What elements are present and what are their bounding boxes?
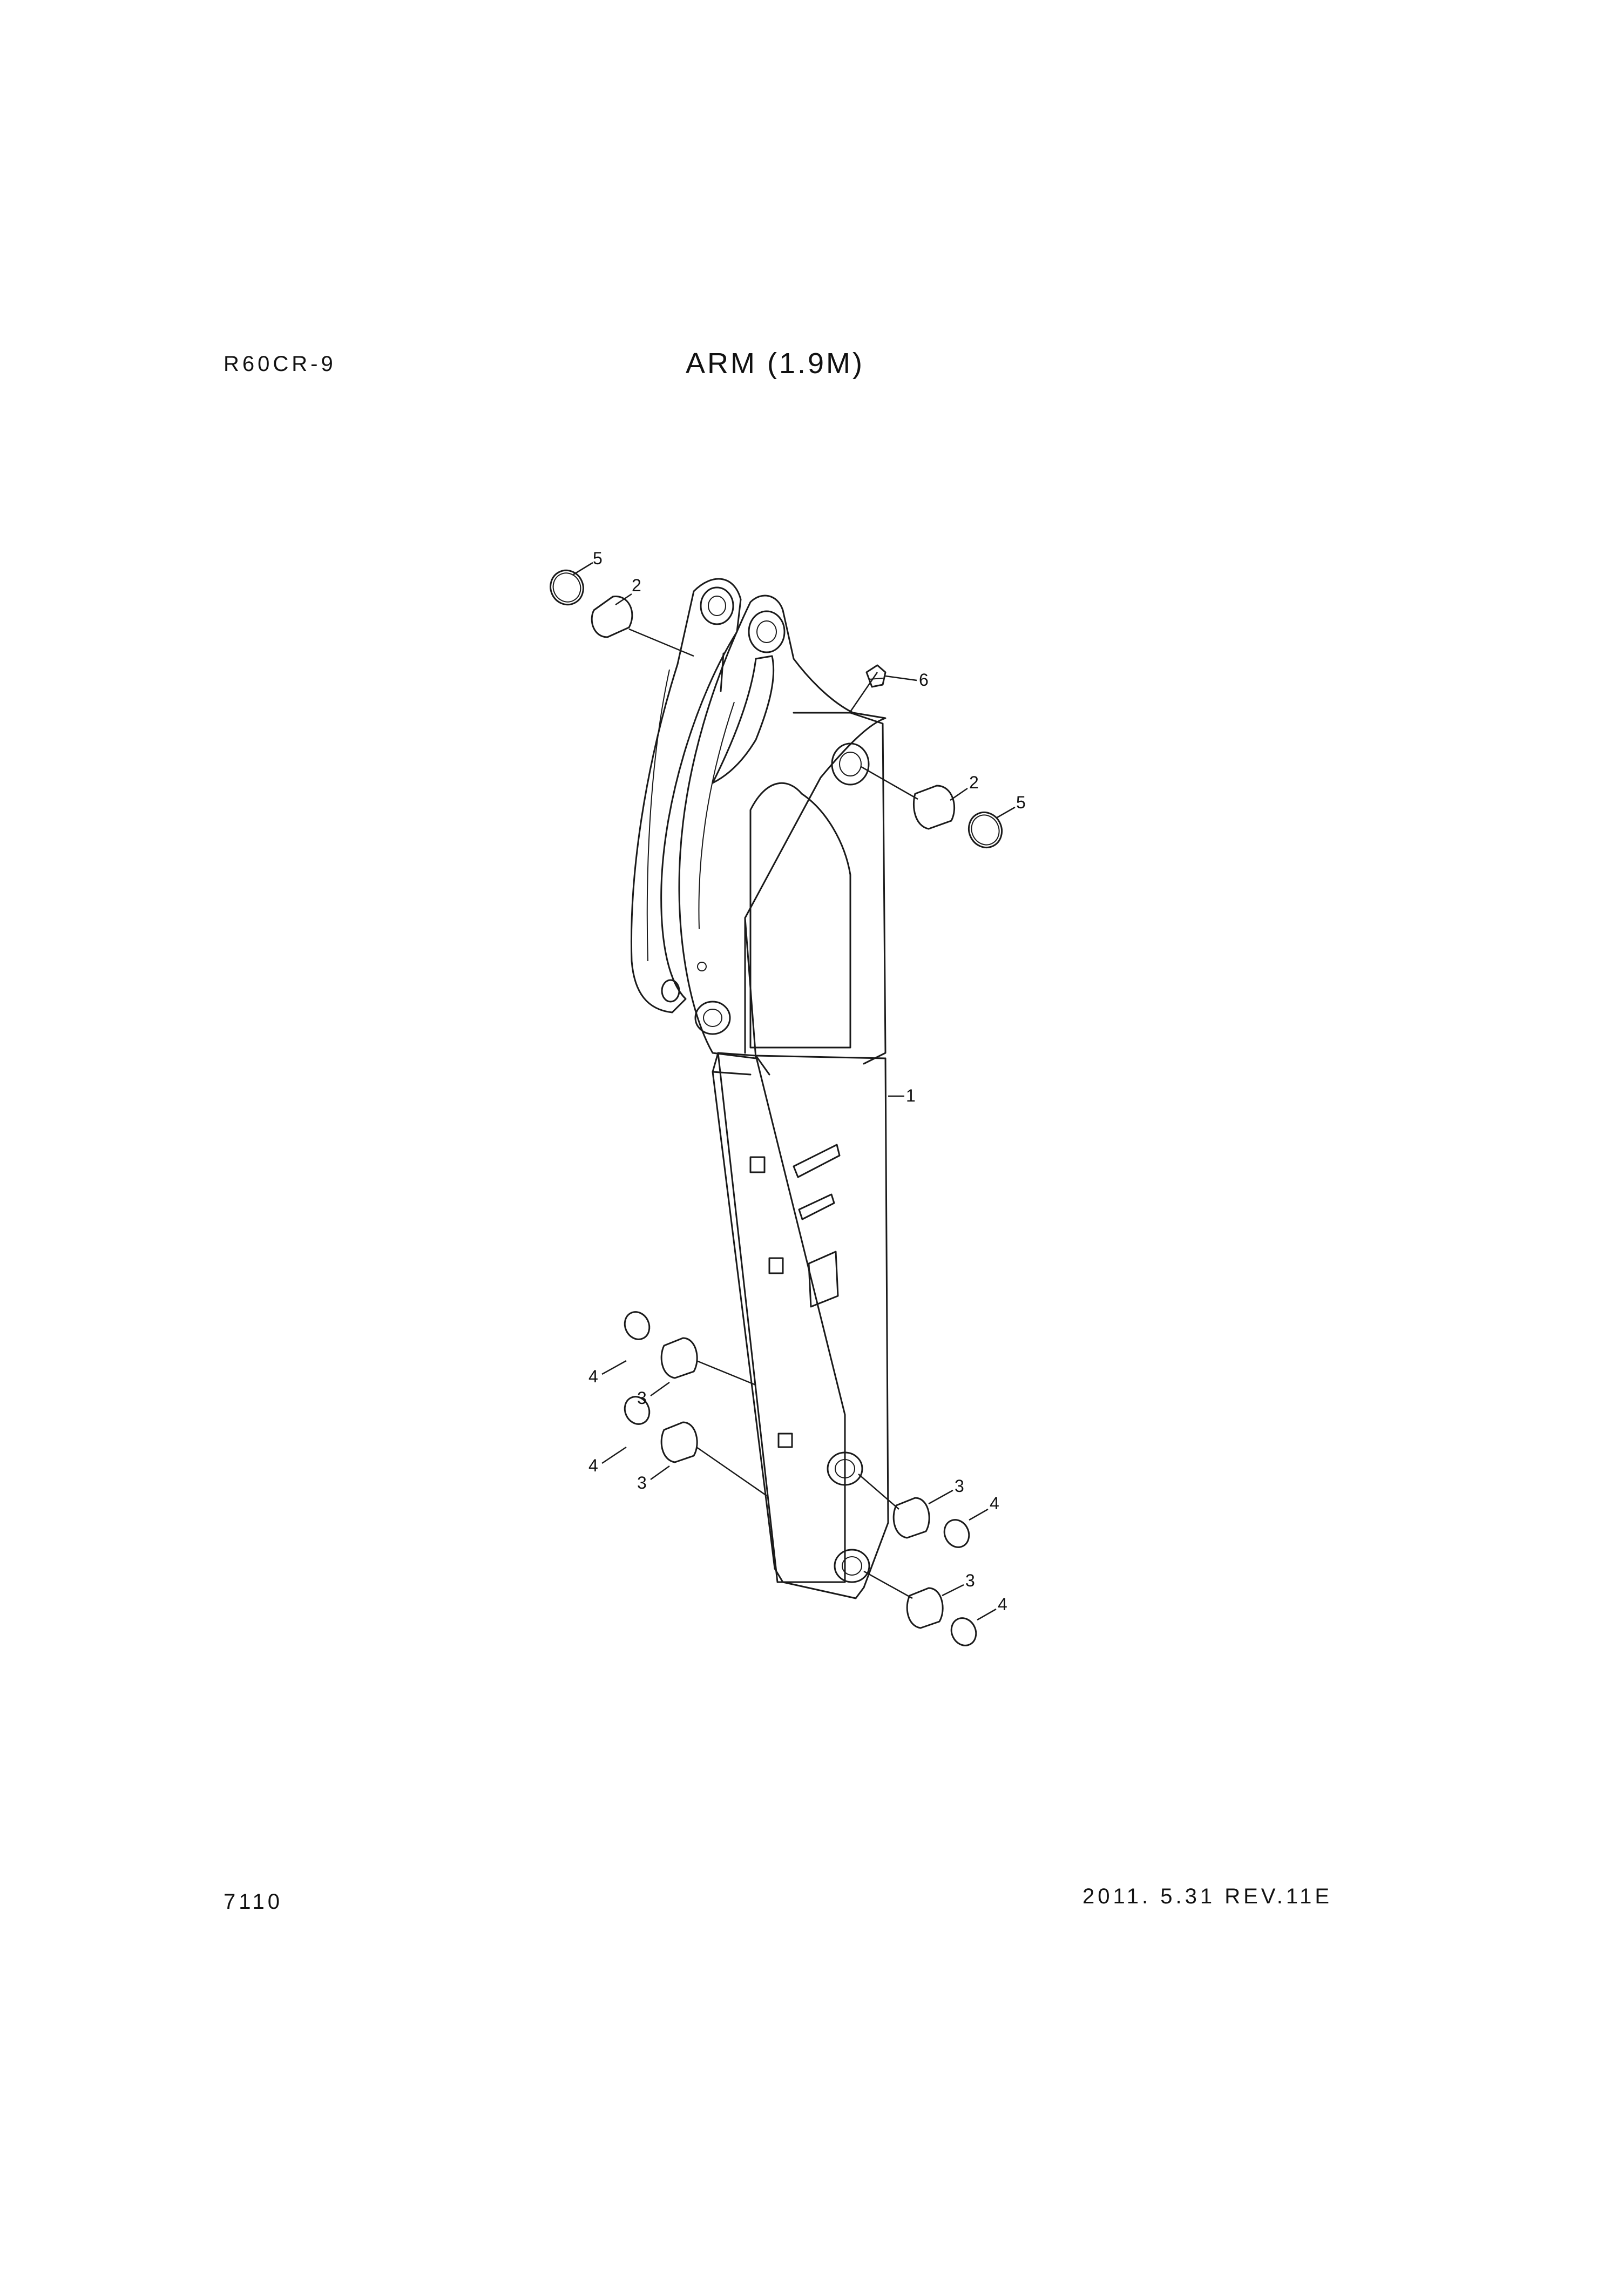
bushings-3-lower [624, 1311, 977, 1646]
callout-label: 5 [1016, 793, 1026, 812]
bushing-2-top-right [913, 785, 1003, 848]
page-title: ARM (1.9M) [686, 347, 865, 380]
revision-date: 2011. 5.31 REV.11E [1082, 1884, 1333, 1908]
callout-label: 4 [990, 1494, 999, 1513]
callout-label: 4 [998, 1595, 1007, 1614]
grease-fitting-6 [865, 664, 887, 688]
callout-label: 3 [965, 1571, 975, 1590]
callout-label: 3 [637, 1388, 647, 1408]
callout-label: 1 [906, 1086, 916, 1105]
arm-body [630, 578, 889, 1599]
callout-label: 4 [588, 1367, 598, 1386]
leader-lines [573, 562, 1016, 1621]
callout-labels: 5 2 6 2 5 1 4 3 4 3 3 4 3 4 [588, 549, 1026, 1614]
bushing-2-top-left [550, 569, 633, 638]
callout-label: 4 [588, 1456, 598, 1475]
page-number: 7110 [224, 1890, 283, 1914]
callout-label: 2 [969, 773, 979, 792]
callout-label: 2 [632, 576, 641, 595]
callout-label: 5 [593, 549, 603, 568]
callout-label: 3 [637, 1473, 647, 1492]
callout-label: 3 [955, 1476, 964, 1496]
callout-label: 6 [919, 670, 929, 690]
model-code: R60CR-9 [224, 352, 336, 376]
